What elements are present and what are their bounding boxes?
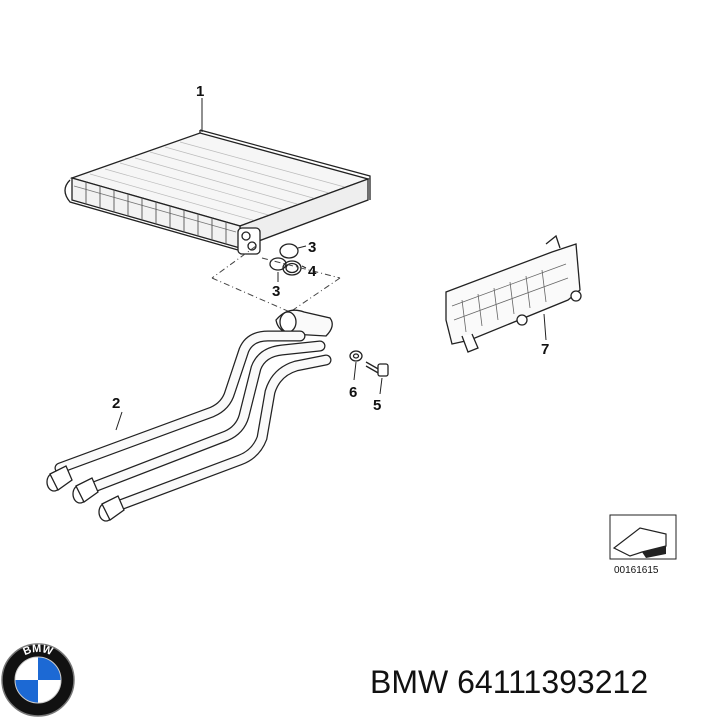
reference-box: 00161615 bbox=[609, 514, 677, 576]
callout-5: 5 bbox=[373, 397, 381, 414]
callout-4: 4 bbox=[308, 263, 317, 280]
heater-core bbox=[64, 129, 371, 255]
assembly-guide-lines bbox=[211, 245, 341, 313]
callout-3-upper: 3 bbox=[308, 239, 316, 256]
pipe-assembly bbox=[46, 309, 333, 522]
heater-cover bbox=[445, 234, 582, 353]
part-number-caption: BMW 64111393212 bbox=[370, 664, 649, 700]
logo-lettering: BMW bbox=[21, 643, 54, 658]
leader-lines bbox=[115, 98, 547, 431]
callout-1: 1 bbox=[196, 83, 204, 100]
o-rings bbox=[269, 243, 302, 276]
callout-6: 6 bbox=[349, 384, 357, 401]
washer-and-bolt bbox=[349, 350, 389, 377]
callout-7: 7 bbox=[541, 341, 549, 358]
callout-3-lower: 3 bbox=[272, 283, 280, 300]
reference-number: 00161615 bbox=[614, 565, 659, 576]
callout-2: 2 bbox=[112, 395, 120, 412]
bmw-logo: BMW bbox=[1, 643, 75, 717]
